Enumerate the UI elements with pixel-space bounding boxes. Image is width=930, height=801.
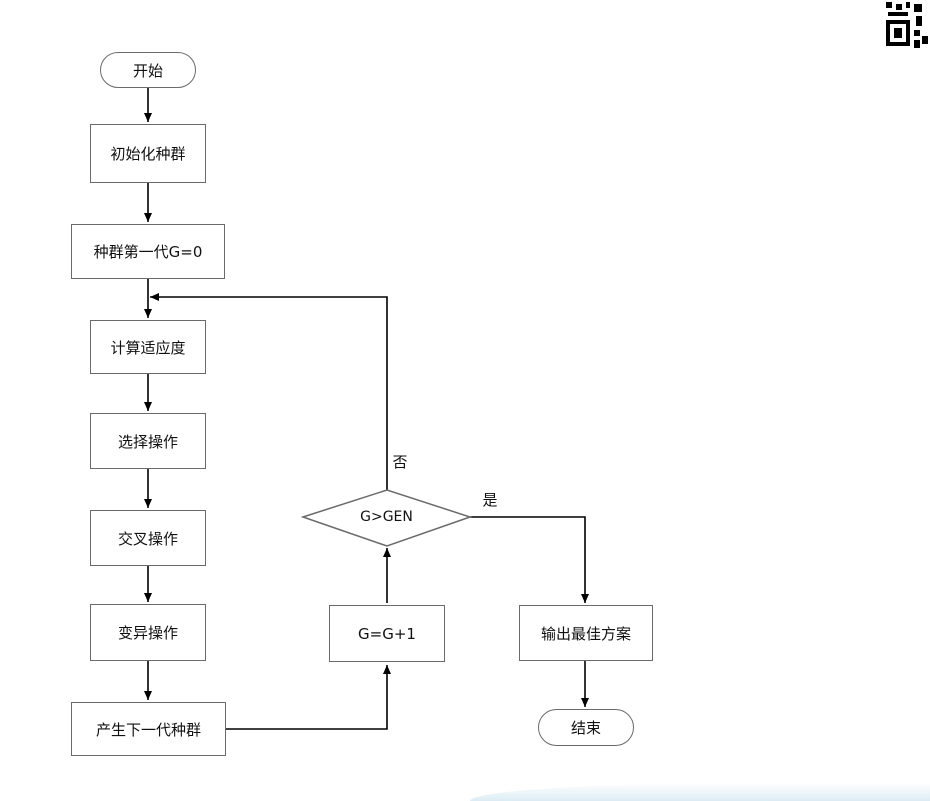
start-node: 开始 <box>100 52 196 88</box>
decision-diamond-shape <box>300 489 473 547</box>
no-branch-label: 否 <box>392 452 408 471</box>
first-generation-node: 种群第一代G=0 <box>71 224 225 279</box>
decision-label: G>GEN <box>360 509 413 525</box>
compute-fitness-node: 计算适应度 <box>90 320 206 374</box>
end-node: 结束 <box>538 709 634 746</box>
output-best-node: 输出最佳方案 <box>519 605 653 661</box>
background-smudge <box>470 783 930 801</box>
next-generation-node: 产生下一代种群 <box>71 702 226 756</box>
crossover-node: 交叉操作 <box>90 510 206 566</box>
mutation-node: 变异操作 <box>90 604 206 661</box>
qr-code-icon <box>884 0 930 50</box>
yes-branch-label: 是 <box>482 490 498 509</box>
edge-next-gen-to-increment <box>226 665 391 730</box>
edge-condition-yes <box>470 516 589 603</box>
selection-node: 选择操作 <box>90 413 206 469</box>
increment-node: G=G+1 <box>329 605 445 662</box>
init-population-node: 初始化种群 <box>90 124 206 183</box>
edge-condition-no-loop <box>150 293 388 490</box>
